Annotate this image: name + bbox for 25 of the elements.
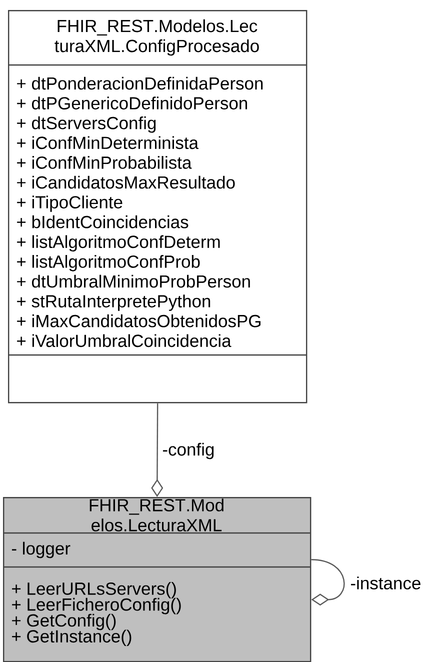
member-text: + stRutaInterpretePython [17, 294, 210, 311]
edge-label: -config [161, 442, 216, 460]
member-text: + LeerFicheroConfig() [12, 598, 181, 614]
member-text: + dtPGenericoDefinidoPerson [17, 96, 248, 110]
member-text: + dtServersConfig [17, 116, 156, 133]
member-text: + iConfMinProbabilista [17, 156, 192, 169]
member-text: + iConfMinDeterminista [17, 136, 199, 150]
member-text: + LeerURLsServers() [12, 582, 176, 598]
member-text: - logger [12, 542, 70, 558]
member-text: + bIdentCoincidencias [17, 215, 188, 228]
member-text: + listAlgoritmoConfProb [17, 255, 200, 272]
member-text: + iValorUmbralCoincidencia [17, 334, 232, 348]
member-text: + iTipoCliente [17, 196, 122, 212]
edge-label: -instance [349, 576, 422, 590]
aggregation-arrow [311, 559, 345, 606]
class-name: FHIR_REST.Modelos.LecturaXML.ConfigProcesado [54, 19, 259, 56]
member-text: + dtUmbralMinimoProbPerson [17, 274, 250, 288]
member-text: + iMaxCandidatosObtenidosPG [17, 314, 260, 328]
member-text: + GetInstance() [12, 630, 132, 646]
member-text: + GetConfig() [12, 614, 116, 630]
class-name: FHIR_REST.Modelos.LecturaXML [90, 498, 224, 532]
member-text: + iCandidatosMaxResultado [17, 176, 235, 189]
member-text: + listAlgoritmoConfDeterm [17, 235, 220, 252]
aggregation-arrow [151, 403, 164, 497]
member-text: + dtPonderacionDefinidaPerson [17, 76, 263, 90]
